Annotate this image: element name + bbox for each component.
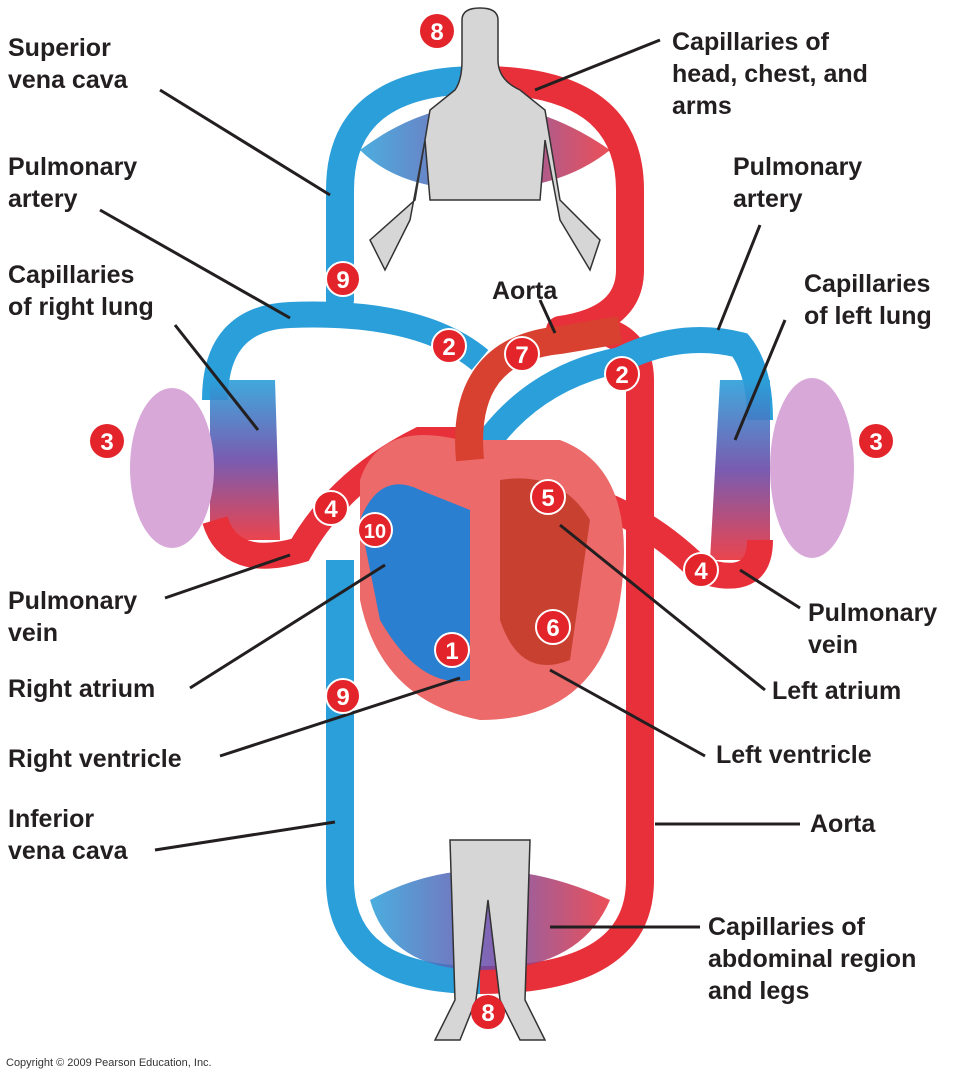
label-capillaries-abdominal: Capillaries of abdominal region and legs [708,913,917,1005]
badge-pulm-artery-right: 2 [431,328,467,364]
svg-text:5: 5 [541,485,554,512]
svg-text:4: 4 [324,496,338,523]
label-inferior-vena-cava: Inferior vena cava [8,805,128,865]
badge-inferior-vc: 9 [325,678,361,714]
badge-right-atrium: 10 [357,512,393,548]
label-pulmonary-vein-left: Pulmonary vein [8,587,138,647]
svg-text:6: 6 [546,615,559,642]
lower-body-figure [433,839,547,1041]
left-lung-capillaries [710,380,770,560]
svg-text:3: 3 [100,429,113,456]
badge-pulm-vein-right: 4 [313,490,349,526]
badge-left-lung: 3 [859,424,893,458]
badge-right-ventricle: 1 [434,632,470,668]
left-pulmonary-artery-vessel [458,327,773,477]
svg-text:1: 1 [445,638,458,665]
leader-lines [99,38,801,929]
badge-pulm-vein-left: 4 [683,552,719,588]
superior-vena-cava-vessel [326,66,494,314]
label-superior-vena-cava: Superior vena cava [8,34,128,94]
label-left-ventricle: Left ventricle [716,741,872,769]
badge-superior-vc: 9 [325,261,361,297]
label-pulmonary-artery-left: Pulmonary artery [8,153,138,213]
badge-aorta-arch: 7 [504,336,540,372]
svg-text:8: 8 [481,1000,494,1027]
badge-legs: 8 [471,995,505,1029]
label-right-atrium: Right atrium [8,675,156,703]
svg-text:9: 9 [336,267,349,294]
right-lung-capillaries [210,380,280,540]
label-capillaries-left-lung: Capillaries of left lung [804,270,932,330]
label-capillaries-right-lung: Capillaries of right lung [8,261,154,321]
label-aorta-top: Aorta [492,277,558,305]
svg-text:2: 2 [442,334,455,361]
badge-right-lung: 3 [90,424,124,458]
svg-text:7: 7 [515,342,528,369]
aortic-arch [455,316,623,462]
label-pulmonary-artery-right: Pulmonary artery [733,153,863,213]
label-right-ventricle: Right ventricle [8,745,182,773]
badge-left-atrium: 5 [530,479,566,515]
svg-text:3: 3 [869,429,882,456]
badge-pulm-artery-left: 2 [604,356,640,392]
label-aorta-bottom: Aorta [810,810,876,838]
badge-head: 8 [420,14,454,48]
svg-text:8: 8 [430,19,443,46]
inferior-vena-cava-vessel [326,560,481,994]
copyright-notice: Copyright © 2009 Pearson Education, Inc. [6,1057,212,1069]
label-left-atrium: Left atrium [772,677,902,705]
upper-body-figure [369,7,601,272]
upper-aorta-vessel [466,66,644,344]
svg-text:4: 4 [694,558,708,585]
label-pulmonary-vein-right: Pulmonary vein [808,599,938,659]
right-lung [130,388,214,548]
svg-text:10: 10 [364,521,386,543]
label-capillaries-head: Capillaries of head, chest, and arms [672,28,868,120]
svg-text:9: 9 [336,684,349,711]
svg-text:2: 2 [615,362,628,389]
badge-left-ventricle: 6 [535,609,571,645]
left-lung [770,378,854,558]
